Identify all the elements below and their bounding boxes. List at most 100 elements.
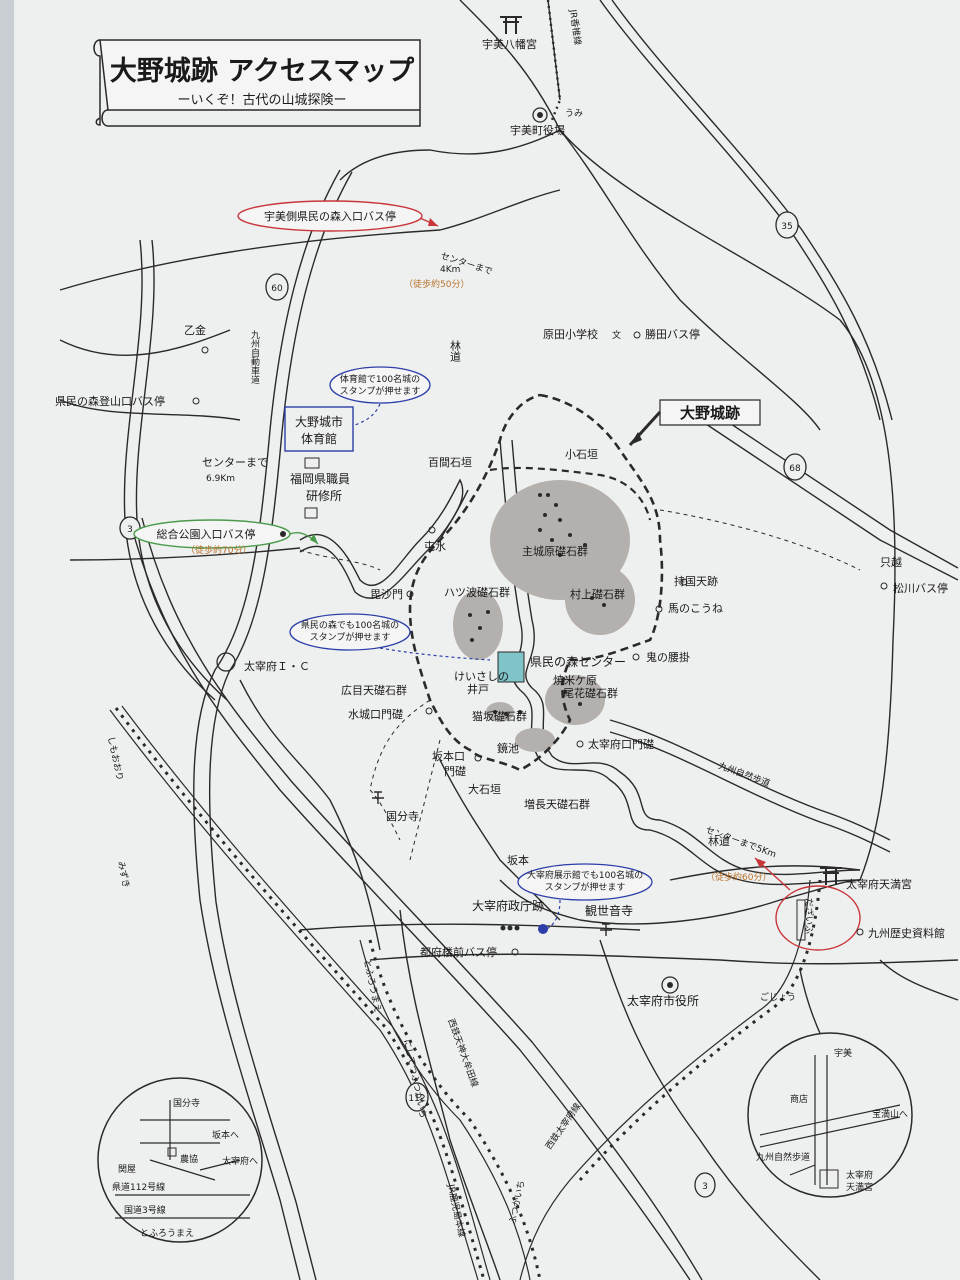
- svg-text:県民の森でも100名城の: 県民の森でも100名城の: [301, 619, 399, 631]
- svg-text:福岡県職員: 福岡県職員: [290, 471, 350, 486]
- svg-text:（徒歩約50分）: （徒歩約50分）: [404, 278, 469, 290]
- svg-text:112: 112: [408, 1094, 425, 1104]
- title-banner: 大野城跡 アクセスマップ ーいくぞ！古代の山城探険ー: [93, 39, 421, 127]
- svg-text:太宰府市役所: 太宰府市役所: [627, 993, 699, 1008]
- svg-text:大宰府展示館でも100名城の: 大宰府展示館でも100名城の: [527, 869, 643, 881]
- svg-text:宇美: 宇美: [834, 1047, 852, 1059]
- stone-area-ofukaba: [545, 675, 605, 725]
- svg-text:宇美町役場: 宇美町役場: [510, 123, 565, 137]
- town-office-icon: [532, 107, 548, 123]
- castle-grounds: [299, 393, 861, 861]
- stone-area-murakami: [565, 565, 635, 635]
- castle-label: 大野城跡: [680, 404, 740, 422]
- svg-text:原田小学校: 原田小学校: [543, 327, 598, 341]
- svg-text:尾花礎石群: 尾花礎石群: [563, 686, 618, 700]
- svg-text:県民の森登山口バス停: 県民の森登山口バス停: [55, 394, 165, 408]
- svg-text:九州歴史資料館: 九州歴史資料館: [868, 926, 945, 940]
- svg-text:国道3号線: 国道3号線: [124, 1204, 166, 1216]
- forest-center-pond: [497, 651, 525, 683]
- svg-text:鏡池: 鏡池: [497, 741, 519, 755]
- svg-text:3: 3: [702, 1182, 708, 1192]
- svg-text:太宰府天満宮: 太宰府天満宮: [846, 877, 912, 891]
- svg-text:35: 35: [781, 222, 792, 232]
- svg-text:林道: 林道: [449, 339, 462, 362]
- svg-text:だざいふ: だざいふ: [803, 898, 815, 934]
- torii-icon: [500, 16, 522, 34]
- svg-text:ごじょう: ごじょう: [760, 991, 796, 1003]
- svg-text:スタンプが押せます: スタンプが押せます: [340, 385, 421, 397]
- svg-text:3: 3: [127, 525, 133, 535]
- svg-text:井戸: 井戸: [467, 682, 489, 696]
- svg-text:スタンプが押せます: スタンプが押せます: [545, 881, 626, 893]
- inset-map-tofuromae: 国分寺 坂本へ 太宰府へ 農協 関屋 県道112号線 国道3号線 とふろうまえ: [97, 1077, 263, 1243]
- svg-text:太宰府: 太宰府: [846, 1169, 873, 1181]
- svg-text:九州自動車道: 九州自動車道: [249, 330, 260, 385]
- callout-umi-bus: 宇美側県民の森入口バス停: [237, 200, 439, 232]
- svg-text:持国天跡: 持国天跡: [674, 574, 718, 588]
- stone-area-hattsunami: [453, 590, 503, 660]
- torii-icon-tenmangu: [820, 867, 842, 885]
- svg-text:只越: 只越: [880, 555, 902, 569]
- callout-stamp-gym: 体育館で100名城の スタンプが押せます: [329, 366, 431, 426]
- route-68-shield: 68: [783, 453, 807, 481]
- svg-text:太宰府へ: 太宰府へ: [222, 1155, 258, 1167]
- svg-text:坂本へ: 坂本へ: [212, 1129, 239, 1141]
- page-subtitle: ーいくぞ！古代の山城探険ー: [177, 93, 346, 108]
- castle-pointer: 大野城跡: [628, 399, 761, 447]
- svg-text:屯水: 屯水: [424, 540, 446, 553]
- svg-text:鬼の腰掛: 鬼の腰掛: [646, 650, 690, 664]
- inset-map-tenmangu: 宇美 商店 宝満山へ 九州自然歩道 太宰府 天満宮: [747, 1032, 913, 1198]
- stone-area-nekosaka: [486, 702, 514, 722]
- jr-kagoshima-line: [109, 705, 822, 1280]
- svg-text:大宰府政庁跡: 大宰府政庁跡: [472, 898, 544, 913]
- svg-text:県民の森センター: 県民の森センター: [530, 654, 626, 669]
- castle-feature-labels: 百間石垣 小石垣 主城原礎石群 屯水 毘沙門 ハツ波礎石群 村上礎石群 持国天跡…: [341, 448, 723, 811]
- svg-text:スタンプが押せます: スタンプが押せます: [310, 631, 391, 643]
- temple-icon: [372, 791, 384, 804]
- temple-icon-kanzeonji: [600, 923, 612, 936]
- svg-text:文: 文: [612, 329, 621, 341]
- svg-text:4Km: 4Km: [440, 265, 460, 275]
- svg-text:村上礎石群: 村上礎石群: [570, 587, 625, 601]
- svg-text:商店: 商店: [790, 1093, 808, 1105]
- svg-text:勝田バス停: 勝田バス停: [645, 327, 700, 341]
- svg-text:けいさしの: けいさしの: [454, 670, 509, 683]
- route-35-shield: 35: [775, 211, 799, 239]
- svg-text:九州自然歩道: 九州自然歩道: [756, 1151, 810, 1163]
- svg-text:林道: 林道: [708, 834, 730, 848]
- svg-text:坂本口: 坂本口: [432, 749, 465, 763]
- svg-text:国分寺: 国分寺: [173, 1098, 200, 1109]
- svg-text:うみ: うみ: [565, 108, 583, 119]
- svg-text:とふろうまえ: とふろうまえ: [140, 1228, 194, 1239]
- svg-text:60: 60: [271, 284, 283, 294]
- callout-stamp-museum: 大宰府展示館でも100名城の スタンプが押せます: [517, 863, 653, 931]
- road-network: [59, 0, 959, 1280]
- svg-text:宇美八幡宮: 宇美八幡宮: [482, 37, 537, 51]
- callout-sogokoen-bus: 総合公園入口バス停 （徒歩約70分）: [133, 519, 319, 556]
- svg-text:太宰府Ｉ・Ｃ: 太宰府Ｉ・Ｃ: [244, 659, 310, 673]
- svg-text:研修所: 研修所: [306, 488, 342, 503]
- route-3-shield-south: 3: [694, 1172, 716, 1198]
- svg-text:焼米ケ原: 焼米ケ原: [553, 674, 597, 687]
- svg-text:ハツ波礎石群: ハツ波礎石群: [444, 585, 510, 599]
- castle-wall-outline: [408, 393, 664, 772]
- svg-text:県道112号線: 県道112号線: [112, 1181, 165, 1193]
- svg-text:関屋: 関屋: [118, 1164, 136, 1175]
- svg-text:百間石垣: 百間石垣: [428, 456, 472, 469]
- svg-text:観世音寺: 観世音寺: [585, 903, 633, 918]
- svg-text:6.9Km: 6.9Km: [206, 474, 235, 484]
- place-labels: 宇美八幡宮 JR香椎線 うみ 宇美町役場 乙金 県民の森登山口バス停 九州自動車…: [55, 8, 948, 1239]
- svg-text:水城口門礎: 水城口門礎: [348, 708, 403, 721]
- svg-text:大石垣: 大石垣: [468, 782, 501, 796]
- svg-text:天満宮: 天満宮: [846, 1181, 873, 1193]
- svg-text:小石垣: 小石垣: [565, 448, 598, 461]
- svg-text:（徒歩約60分）: （徒歩約60分）: [706, 871, 771, 883]
- svg-text:広目天礎石群: 広目天礎石群: [341, 683, 407, 697]
- svg-text:体育館: 体育館: [301, 431, 337, 446]
- svg-text:宇美側県民の森入口バス停: 宇美側県民の森入口バス停: [264, 209, 396, 223]
- route-shields: 35 60 68 3 112 3: [119, 211, 807, 1198]
- svg-text:増長天礎石群: 増長天礎石群: [524, 797, 590, 811]
- svg-text:門礎: 門礎: [444, 765, 466, 778]
- callout-stamp-forest: 県民の森でも100名城の スタンプが押せます: [289, 613, 491, 661]
